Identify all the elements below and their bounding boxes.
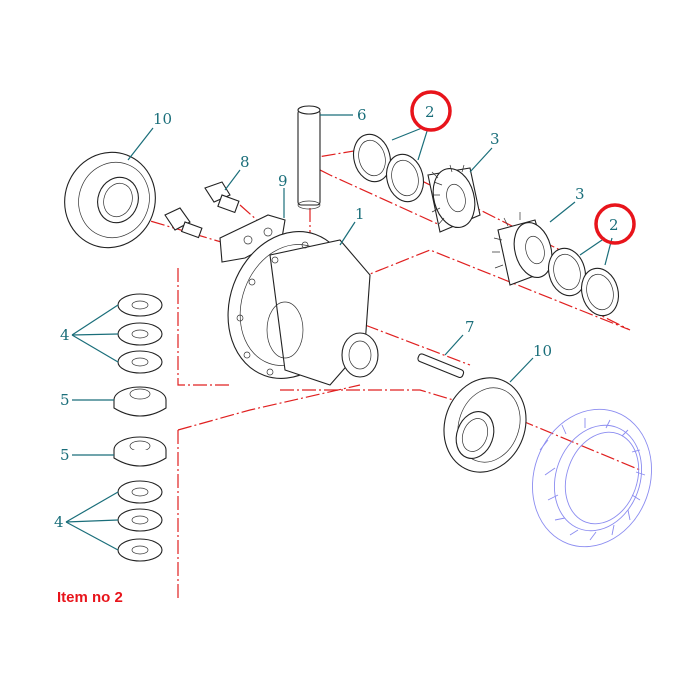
- callout-8: 8: [240, 153, 250, 171]
- differential-case: [227, 231, 379, 386]
- highlight-circle-top: [410, 90, 452, 132]
- bolts: [164, 181, 240, 239]
- callout-4-top: 4: [60, 326, 70, 344]
- item-caption: Item no 2: [57, 589, 123, 606]
- callout-2-right: 2: [609, 216, 619, 234]
- bearing-right: [443, 377, 527, 473]
- callout-6: 6: [357, 106, 367, 124]
- thrust-washers-right: [547, 247, 620, 317]
- leader-lines: [65, 114, 613, 551]
- bearing-left: [64, 151, 156, 249]
- callout-5-bottom: 5: [60, 446, 70, 464]
- callout-1: 1: [355, 205, 365, 223]
- ring-gear: [532, 408, 652, 548]
- roll-pin: [417, 353, 465, 379]
- side-gear-mid: [492, 212, 553, 286]
- callout-3-mid: 3: [575, 185, 585, 203]
- callout-3-top: 3: [490, 130, 500, 148]
- reference-lines: [129, 120, 641, 600]
- callout-9: 9: [278, 172, 288, 190]
- callout-4-bottom: 4: [54, 513, 64, 531]
- callout-labels: 10 6 2 3 8 9 1 3 2 4 5 7 10 5 4: [54, 103, 619, 531]
- highlight-circle-right: [594, 203, 636, 245]
- callout-5-top: 5: [60, 391, 70, 409]
- callout-10-top: 10: [153, 110, 172, 128]
- callout-10-bottom: 10: [533, 342, 552, 360]
- callout-2-top: 2: [425, 103, 435, 121]
- thrust-washers-upper: [352, 133, 425, 203]
- callout-7: 7: [465, 318, 475, 336]
- washer-stack: [113, 293, 167, 562]
- side-gear-upper: [427, 164, 481, 233]
- shaft-pin: [297, 105, 321, 210]
